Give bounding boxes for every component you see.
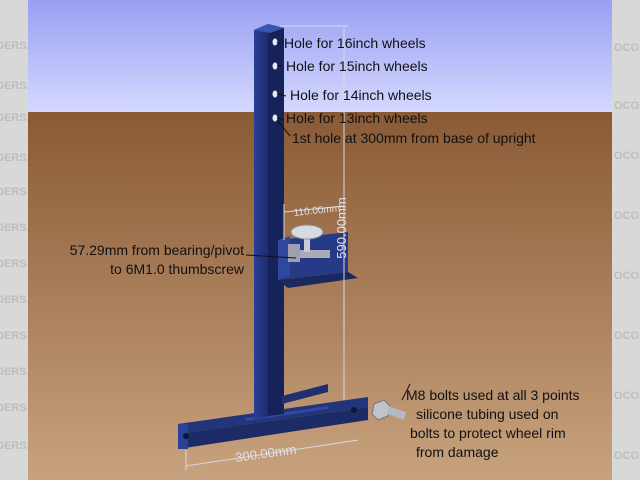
support-brace [282, 384, 328, 404]
right-watermark-strip: OCOST OCOST OCOST OCOST OCOST OCOST OCOS… [612, 0, 640, 480]
label-bearing-line1: 57.29mm from bearing/pivot [70, 242, 244, 258]
watermark-text: OCOST [614, 330, 640, 342]
watermark-text: OCOST [614, 450, 640, 462]
label-bolts-line1: M8 bolts used at all 3 points [406, 387, 580, 403]
watermark-text: DERS.C [0, 222, 28, 234]
base-plate [178, 397, 368, 449]
watermark-text: DERS.C [0, 294, 28, 306]
label-bolts-line3: bolts to protect wheel rim [410, 425, 566, 441]
m8-bolt [371, 399, 407, 421]
watermark-text: DERS.C [0, 330, 28, 342]
label-hole-14: Hole for 14inch wheels [290, 87, 432, 103]
watermark-text: OCOST [614, 100, 640, 112]
watermark-text: DERS.C [0, 152, 28, 164]
watermark-text: DERS.C [0, 366, 28, 378]
watermark-text: DERS.C [0, 80, 28, 92]
watermark-text: OCOST [614, 210, 640, 222]
watermark-text: DERS.C [0, 258, 28, 270]
dimension-arm: 110.00mm [293, 203, 340, 219]
watermark-text: OCOST [614, 150, 640, 162]
watermark-text: DERS.C [0, 440, 28, 452]
cad-render: 590.00mm 110.00mm 300.00mm Hole for 16in… [28, 0, 612, 480]
watermark-text: DERS.C [0, 402, 28, 414]
label-hole-16: Hole for 16inch wheels [284, 35, 426, 51]
watermark-text: DERS.C [0, 112, 28, 124]
leader-lines [245, 41, 411, 401]
label-bolts-line4: from damage [416, 444, 499, 460]
watermark-text: OCOST [614, 390, 640, 402]
label-hole-13: Hole for 13inch wheels [286, 110, 428, 126]
label-hole-15: Hole for 15inch wheels [286, 58, 428, 74]
sky-background [28, 0, 612, 112]
label-bolts-line2: silicone tubing used on [416, 406, 558, 422]
left-watermark-strip: DERS.C DERS.C DERS.C DERS.C DERS.C DERS.… [0, 0, 28, 480]
label-bearing-line2: to 6M1.0 thumbscrew [110, 261, 245, 277]
watermark-text: DERS.C [0, 186, 28, 198]
upright-post [254, 24, 284, 420]
dimension-height: 590.00mm [334, 197, 349, 258]
dimension-lines [185, 25, 359, 470]
watermark-text: DERS.C [0, 40, 28, 52]
watermark-text: OCOST [614, 270, 640, 282]
watermark-text: OCOST [614, 42, 640, 54]
label-first-hole: 1st hole at 300mm from base of upright [292, 130, 536, 146]
upright-holes [272, 38, 278, 122]
